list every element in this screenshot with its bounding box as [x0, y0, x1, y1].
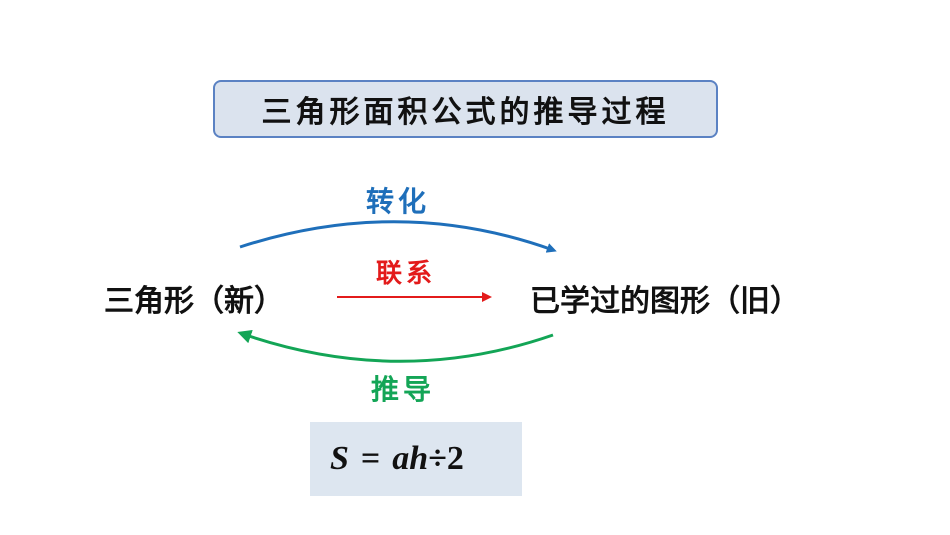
transform-label: 转化 — [366, 185, 431, 218]
formula-rhs-rest: ÷2 — [428, 440, 464, 477]
triangle-new-node: 三角形（新） — [104, 284, 284, 319]
link-label: 联系 — [376, 259, 437, 289]
formula-equals: = — [360, 440, 381, 477]
transform-arrow — [239, 220, 557, 253]
learned-shapes-old-node: 已学过的图形（旧） — [530, 284, 800, 319]
derive-label: 推导 — [371, 373, 436, 406]
derive-arrow — [237, 329, 554, 363]
page-title: 三角形面积公式的推导过程 — [261, 95, 670, 130]
formula-rhs-vars: ah — [392, 440, 429, 477]
title-box: 三角形面积公式的推导过程 — [213, 80, 718, 138]
formula-lhs: S — [330, 440, 349, 477]
area-formula: S = ah ÷2 — [310, 422, 522, 496]
